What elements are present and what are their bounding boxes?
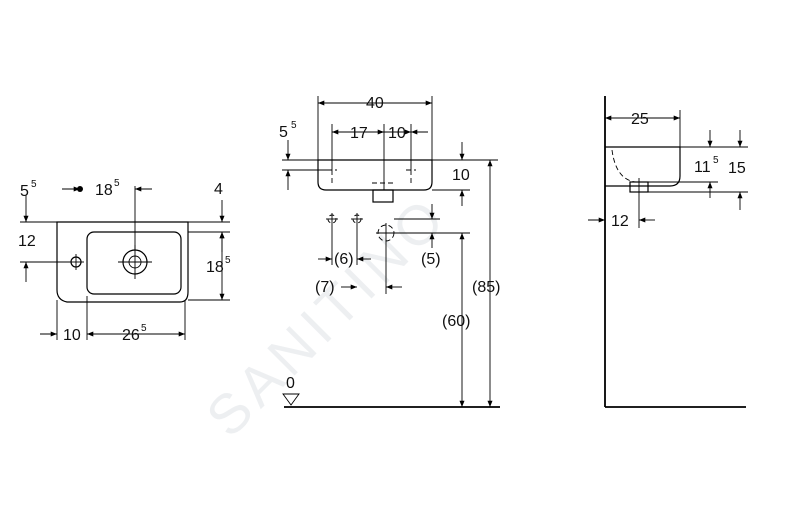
top-view-dim-5-5: 5: [20, 183, 29, 200]
svg-text:5: 5: [31, 179, 37, 190]
front-view-basin: [317, 159, 433, 191]
front-view-dim-60: (60): [442, 313, 470, 330]
front-view-dim-10-right: 10: [452, 167, 470, 184]
front-view-supply-right: [351, 213, 363, 225]
front-view-supply-left: [326, 213, 338, 225]
top-view: 5 5 12 18 5 4 18 5 10 26 5: [18, 178, 231, 344]
top-view-dim-26-5: 26: [122, 327, 140, 344]
front-view-drain: [372, 189, 394, 203]
svg-text:5: 5: [141, 323, 147, 334]
svg-text:5: 5: [713, 155, 719, 166]
top-view-bowl: [86, 231, 182, 295]
side-view-dim-15: 15: [728, 160, 746, 177]
front-view: 40 17 10 5 5 10: [279, 95, 500, 408]
front-view-floor-marker: [282, 393, 300, 406]
top-view-dim-4: 4: [214, 181, 223, 198]
side-view: 25 11 5 15 12: [588, 96, 748, 408]
front-view-dim-5-5: 5: [279, 124, 288, 141]
front-view-dim-85: (85): [472, 279, 500, 296]
front-view-dim-5: (5): [421, 251, 441, 268]
front-view-dim-6: (6): [334, 251, 354, 268]
side-view-dim-12: 12: [611, 213, 629, 230]
side-view-dim-25: 25: [631, 111, 649, 128]
front-view-floor-level: 0: [286, 375, 295, 392]
top-view-basin-outline: [56, 221, 189, 303]
svg-text:5: 5: [291, 120, 297, 131]
top-view-dim-18-5: 18: [95, 182, 113, 199]
front-view-tap-left: [327, 169, 337, 185]
front-view-dim-17: 17: [350, 125, 368, 142]
top-view-dim-12: 12: [18, 233, 36, 250]
svg-text:5: 5: [114, 178, 120, 189]
front-view-dim-10-top: 10: [388, 125, 406, 142]
side-view-bowl: [611, 149, 676, 183]
front-view-dim-40: 40: [366, 95, 384, 112]
side-view-dim-11-5: 11: [694, 159, 711, 176]
top-view-dim-10: 10: [63, 327, 81, 344]
front-view-dim-7: (7): [315, 279, 335, 296]
watermark: SANITINO: [194, 183, 459, 448]
top-view-dim-18-5-side: 18: [206, 259, 224, 276]
svg-text:5: 5: [225, 255, 231, 266]
side-view-basin: [605, 146, 681, 187]
